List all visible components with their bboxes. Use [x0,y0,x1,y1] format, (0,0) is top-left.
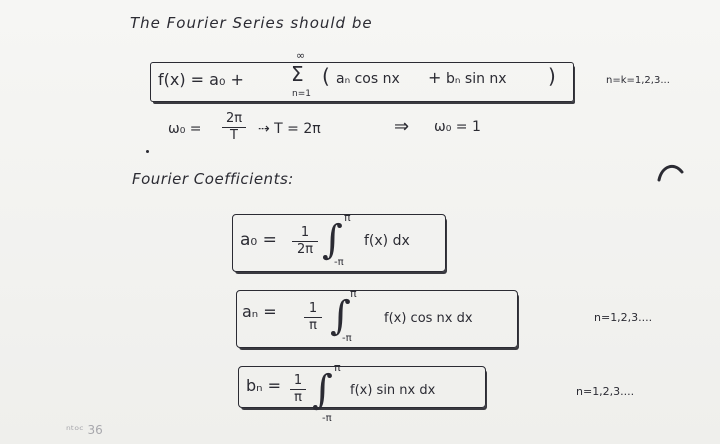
a0-frac-num: 1 [300,225,310,240]
omega-frac-den: T [230,128,238,143]
an-upper-limit: π [350,287,357,300]
a0-equation-box [232,214,446,272]
bn-upper-limit: π [334,361,341,374]
a0-integral-sign: ∫ [322,217,343,263]
omega-result: ω₀ = 1 [434,119,481,135]
series-paren-open: ( [322,64,330,88]
footer-faint-mark: ⁿᵗᵒᶜ 36 [66,423,103,437]
omega-middle: ⇢ T = 2π [258,121,321,137]
a0-lhs: a₀ = [240,230,277,250]
an-fraction: 1 π [304,302,322,333]
bn-integrand: f(x) sin nx dx [350,383,436,398]
series-term-a: aₙ cos nx [336,71,400,87]
a0-fraction: 1 2π [292,226,318,257]
bn-frac-bar [290,389,306,390]
series-paren-close: ) [548,64,556,88]
series-equation-box [150,62,574,102]
series-plus: + [428,68,442,87]
omega-fraction: 2π T [222,112,246,143]
bn-frac-num: 1 [293,373,303,388]
heading-text: The Fourier Series should be [130,14,373,32]
series-range: n=k=1,2,3... [606,75,670,86]
bn-range: n=1,2,3.... [576,385,635,398]
bn-equation-box [238,366,486,408]
omega-frac-num: 2π [225,111,243,126]
an-integrand: f(x) cos nx dx [384,311,473,326]
an-frac-num: 1 [308,301,318,316]
an-equation-box [236,290,518,348]
an-range: n=1,2,3.... [594,311,653,324]
an-frac-bar [304,317,322,318]
sum-symbol: Σ [291,62,304,86]
bn-integral-sign: ∫ [312,367,333,413]
an-integral-sign: ∫ [330,293,351,339]
sum-lower-limit: n=1 [292,89,311,99]
series-lhs: f(x) = a₀ + [158,70,244,89]
an-lhs: aₙ = [242,302,277,321]
bn-lower-limit: -π [322,413,332,424]
an-lower-limit: -π [342,333,352,344]
a0-frac-den: 2π [296,242,314,257]
series-term-b: bₙ sin nx [446,71,507,87]
bn-lhs: bₙ = [246,376,282,395]
sum-upper-limit: ∞ [296,49,306,62]
omega-left: ω₀ = [168,121,202,137]
a0-upper-limit: π [344,211,351,224]
bn-frac-den: π [294,390,302,405]
omega-frac-bar [222,127,246,128]
a0-frac-bar [292,241,318,242]
a0-integrand: f(x) dx [364,233,410,249]
coefficients-heading: Fourier Coefficients: [132,170,294,188]
stray-curve-mark [657,164,684,182]
bn-fraction: 1 π [290,374,306,405]
an-frac-den: π [309,318,317,333]
omega-arrow: ⇒ [394,116,410,137]
bullet-dot [146,150,149,153]
a0-lower-limit: -π [334,257,344,268]
